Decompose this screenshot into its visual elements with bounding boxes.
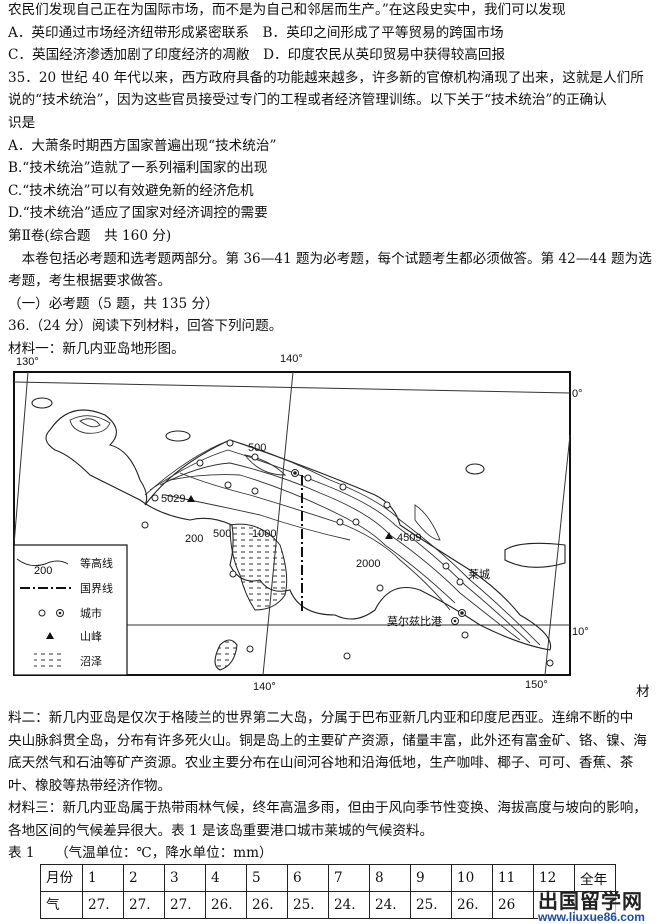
legend-contour: 等高线 <box>80 556 113 570</box>
lon-150-line <box>544 434 571 676</box>
text-line: 本卷包括必考题和选考题两部分。第 36—41 题为必考题，每个试题考生都必须做答… <box>8 250 652 267</box>
text-line: 材料三：新几内亚岛属于热带雨林气候，终年高温多雨，但由于风向季节性变换、海拔高度… <box>8 800 647 816</box>
new-guinea-topographic-map: 130° 140° 140° 150° 0° 10° 500 200 500 1… <box>13 353 589 693</box>
swamp-area <box>229 523 288 611</box>
trailing-character: 材 <box>636 684 650 700</box>
lon-label-150: 150° <box>525 679 548 691</box>
text-line: 表 1 （气温单位：℃，降水单位：mm） <box>8 845 273 861</box>
contour-label: 500 <box>248 442 266 454</box>
table-cell: 4 <box>205 864 247 892</box>
city-label-lae: 莱城 <box>468 568 490 581</box>
map-frame <box>13 371 571 676</box>
table-cell: 全年 <box>574 864 616 892</box>
legend-city: 城市 <box>80 606 102 620</box>
port-moresby-dot <box>453 619 457 623</box>
table-cell: 10 <box>451 864 493 892</box>
table-cell: 12 <box>533 864 575 892</box>
text-line: 央山脉斜贯全岛，分布有许多死火山。铜是岛上的主要矿产资源，储量丰富，此外还有富金… <box>8 732 647 749</box>
text-line: 料二：新几内亚岛是仅次于格陵兰的世界第二大岛，分属于巴布亚新几内亚和印度尼西亚。… <box>8 710 634 726</box>
text-line: 36.（24 分）阅读下列材料，回答下列问题。 <box>8 318 283 335</box>
contour-label: 1000 <box>252 528 276 540</box>
peak-icon <box>385 532 393 539</box>
text-line: D.“技术统治”适应了国家对经济调控的需要 <box>8 205 268 222</box>
table-cell: 25. <box>410 891 452 919</box>
lat-label-10: 10° <box>572 626 589 638</box>
text-line: B.“技术统治”造就了一系列福利国家的出现 <box>8 160 268 177</box>
contour-label: 2000 <box>356 558 380 570</box>
legend-contour-sample: 200 <box>34 565 52 577</box>
text-line: 叶、橡胶等热带经济作物。 <box>8 777 172 794</box>
text-line: 识是 <box>8 115 36 131</box>
contour-lines <box>69 415 541 646</box>
watermark-name: 出国留学网 <box>538 891 645 913</box>
text-line: 说的“技术统治”，因为这些官员接受过专门的工程或者经济管理训练。以下关于“技术统… <box>8 92 607 109</box>
table-cell: 7 <box>328 864 370 892</box>
watermark-logo: 出国留学网 www.liuxue86.com <box>538 891 645 924</box>
island-outlines <box>31 397 566 671</box>
legend-peak: 山峰 <box>80 630 102 643</box>
table-cell: 26. <box>246 891 288 919</box>
text-line: （一）必考题（5 题，共 135 分） <box>8 295 219 312</box>
table-cell: 26 <box>492 891 534 919</box>
peak-icon <box>187 495 195 502</box>
map-legend: 200 等高线 国界线 城市 山峰 沼泽 <box>13 544 128 676</box>
equator-line <box>13 381 571 394</box>
table-cell: 27. <box>164 891 206 919</box>
table-row-header: 气 <box>40 891 83 919</box>
legend-swamp-swatch <box>34 650 64 670</box>
text-line: 35．20 世纪 40 年代以来，西方政府具备的功能越来越多，许多新的官僚机构涌… <box>8 69 644 86</box>
table-cell: 24. <box>328 891 370 919</box>
text-line: 第Ⅱ卷(综合题 共 160 分) <box>8 228 172 244</box>
text-line: C．英国经济渗透加剧了印度经济的凋敝 D．印度农民从英印贸易中获得较高回报 <box>8 47 506 64</box>
lon-label-130: 130° <box>16 356 39 368</box>
lat-label-0: 0° <box>572 388 583 400</box>
table-cell: 26. <box>205 891 247 919</box>
table-cell: 26. <box>451 891 493 919</box>
city-label-port-moresby: 莫尔兹比港 <box>387 615 442 628</box>
legend-border: 国界线 <box>80 581 113 595</box>
table-cell: 25. <box>287 891 329 919</box>
text-line: 各地区间的气候差异很大。表 1 是该岛重要港口城市莱城的气候资料。 <box>8 822 434 839</box>
text-line: 考题，考生根据要求做答。 <box>8 273 172 290</box>
text-line: C.“技术统治”可以有效避免新的经济危机 <box>8 182 254 199</box>
legend-swamp-label: 沼泽 <box>80 654 102 668</box>
text-line: A．英印通过市场经济纽带形成紧密联系 B．英印之间形成了平等贸易的跨国市场 <box>8 24 504 41</box>
text-line: 底天然气和石油等矿产资源。农业主要分布在山间河谷地和沿海低地，生产咖啡、椰子、可… <box>8 755 634 771</box>
lon-label-140-top: 140° <box>280 353 303 365</box>
table-cell: 5 <box>246 864 288 892</box>
contour-label: 200 <box>185 533 203 545</box>
table-cell: 9 <box>410 864 452 892</box>
watermark-url: www.liuxue86.com <box>538 910 645 924</box>
table-cell: 3 <box>164 864 206 892</box>
peak-elevation-label: 4509 <box>397 532 421 544</box>
city-markers <box>141 439 554 667</box>
table-cell: 2 <box>123 864 165 892</box>
table-cell: 1 <box>82 864 124 892</box>
table-cell: 27. <box>82 891 124 919</box>
table-cell: 6 <box>287 864 329 892</box>
lon-label-140-bottom: 140° <box>253 681 276 693</box>
table-cell: 27. <box>123 891 165 919</box>
peak-elevation-label: 5029 <box>161 493 185 505</box>
text-line: A．大萧条时期西方国家普遍出现“技术统治” <box>8 137 277 154</box>
lon-140-line <box>262 371 294 676</box>
contour-label: 500 <box>213 528 231 540</box>
text-line: 农民们发现自己正在为国际市场，而不是为自己和邻居而生产。”在这段史实中，我们可以… <box>8 2 566 18</box>
table-cell: 11 <box>492 864 534 892</box>
table-cell: 8 <box>369 864 411 892</box>
table-cell: 24. <box>369 891 411 919</box>
text-line: 材料一：新几内亚岛地形图。 <box>8 341 185 357</box>
table-row-header: 月份 <box>40 864 83 892</box>
legend-peak-icon <box>46 632 54 639</box>
lon-130-line <box>13 371 29 546</box>
